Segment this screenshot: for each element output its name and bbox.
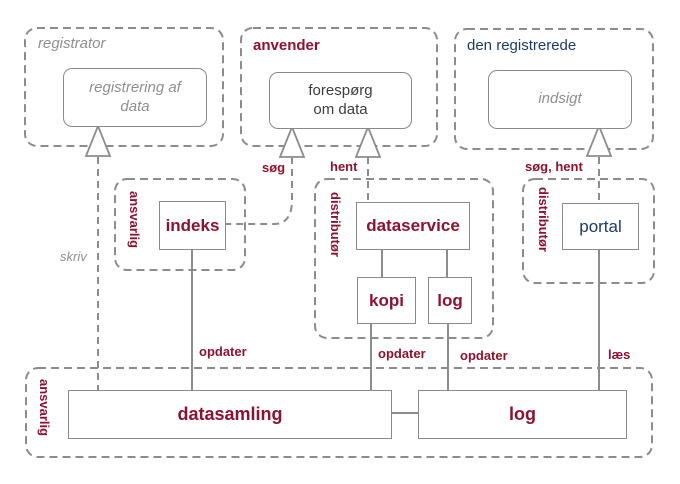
opdater-indeks-edge-label: opdater bbox=[199, 344, 247, 359]
hent-edge-label: hent bbox=[330, 159, 358, 174]
log-big-component: log bbox=[418, 390, 627, 439]
indeks-component: indeks bbox=[159, 201, 226, 250]
soeg-edge-label: søg bbox=[262, 160, 286, 175]
ansvarlig-datasamling-boundary-frame bbox=[25, 367, 653, 458]
anvender-hent-triangle-icon bbox=[354, 124, 382, 158]
portal-component: portal bbox=[562, 203, 639, 250]
opdater-kopi-edge-label: opdater bbox=[378, 346, 426, 361]
log-small-component: log bbox=[428, 277, 472, 324]
anvender-soeg-triangle-icon bbox=[278, 124, 306, 158]
anvender-label: anvender bbox=[253, 37, 320, 54]
den-registrerede-boundary-frame bbox=[454, 28, 654, 150]
laes-edge-label: læs bbox=[608, 347, 631, 362]
ansvarlig-indeks-role-label: ansvarlig bbox=[127, 191, 142, 249]
indsigt-text: indsigt bbox=[538, 90, 582, 108]
distributor-dataservice-boundary-frame bbox=[314, 178, 494, 339]
den-registrerede-label: den registrerede bbox=[467, 37, 577, 54]
registrering-af-data-text: registrering af data bbox=[89, 78, 181, 115]
registrator-boundary-frame bbox=[24, 27, 224, 147]
forespoerg-om-data-usecase: forespørg om data bbox=[269, 72, 412, 129]
soeg-hent-edge-label: søg, hent bbox=[525, 159, 583, 174]
opdater-log-edge-label: opdater bbox=[460, 348, 508, 363]
registrator-triangle-icon bbox=[84, 123, 112, 157]
datasamling-component: datasamling bbox=[68, 390, 392, 439]
kopi-component: kopi bbox=[357, 277, 416, 324]
registrator-label: registrator bbox=[38, 35, 106, 52]
ansvarlig-indeks-boundary-frame bbox=[114, 178, 246, 271]
anvender-boundary-frame bbox=[240, 27, 438, 147]
forespoerg-om-data-text: forespørg om data bbox=[308, 81, 373, 118]
indsigt-usecase: indsigt bbox=[488, 70, 632, 129]
skriv-edge-label: skriv bbox=[60, 249, 87, 264]
distributor-portal-role-label: distributør bbox=[536, 187, 551, 252]
ansvarlig-datasamling-role-label: ansvarlig bbox=[37, 379, 52, 437]
registrering-af-data-usecase: registrering af data bbox=[63, 68, 207, 127]
distributor-dataservice-role-label: distributør bbox=[328, 192, 343, 257]
soeg-connector-line bbox=[225, 157, 293, 225]
distributor-portal-boundary-frame bbox=[522, 178, 655, 284]
den-registrerede-triangle-icon bbox=[585, 123, 613, 157]
dataservice-component: dataservice bbox=[356, 202, 470, 250]
